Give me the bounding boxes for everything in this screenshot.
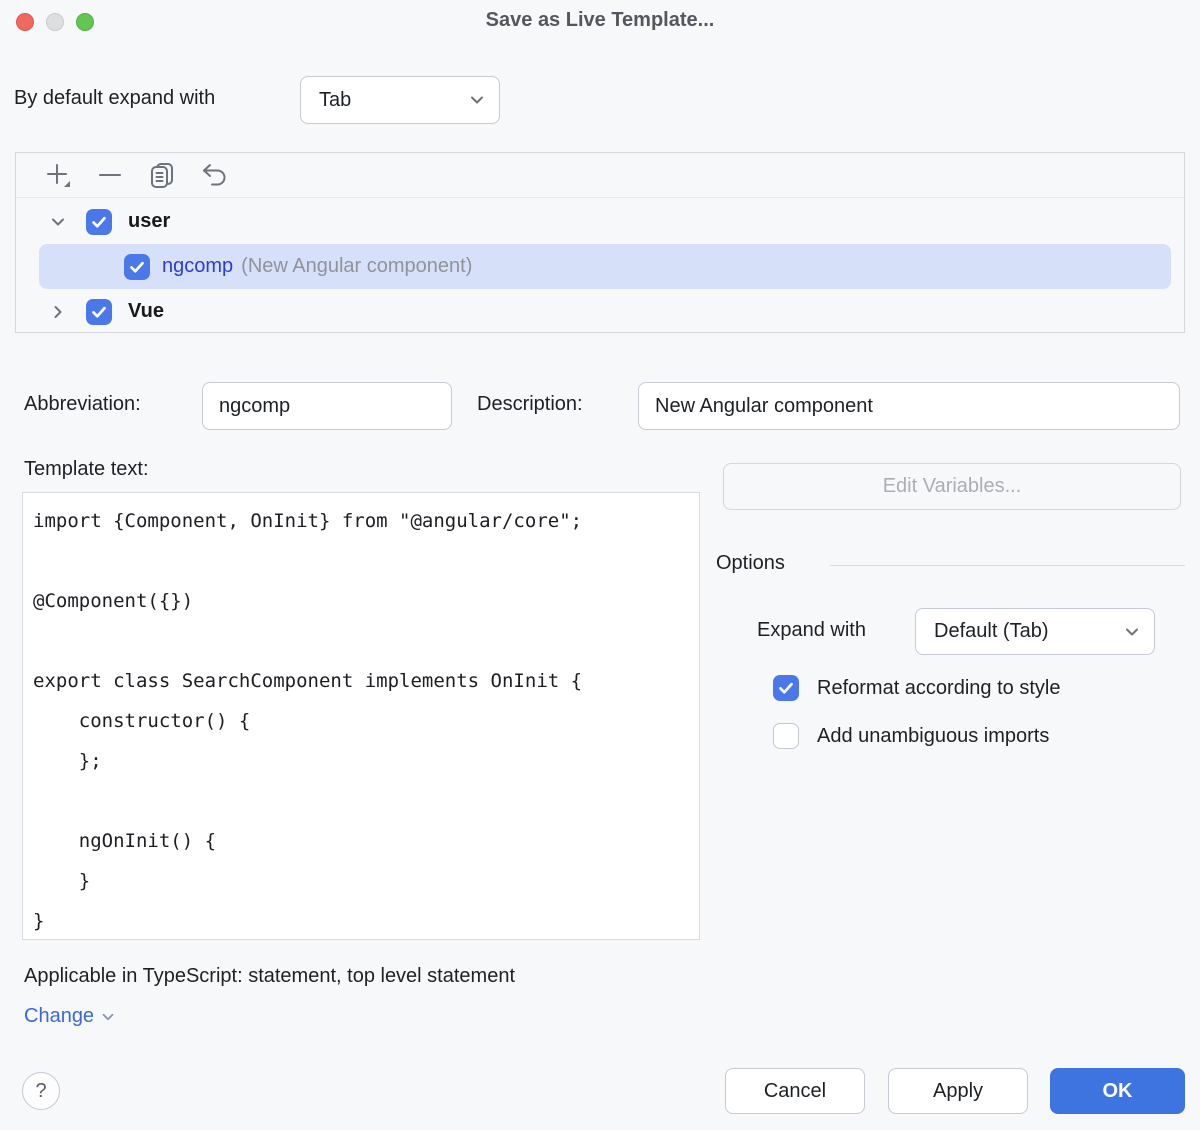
applicable-context-text: Applicable in TypeScript: statement, top…	[24, 965, 516, 987]
reformat-checkbox[interactable]	[773, 675, 799, 701]
check-icon	[92, 306, 106, 318]
add-icon	[47, 164, 70, 187]
tree-row-user[interactable]: user	[16, 199, 1184, 244]
tree-item-label: Vue	[128, 300, 164, 322]
template-code: import {Component, OnInit} from "@angula…	[33, 510, 583, 932]
restore-button[interactable]	[198, 159, 230, 191]
tree-row-ngcomp[interactable]: ngcomp (New Angular component)	[16, 244, 1184, 289]
chevron-down-icon	[468, 91, 486, 115]
chevron-right-icon[interactable]	[46, 300, 70, 324]
abbreviation-label: Abbreviation:	[24, 393, 141, 415]
duplicate-button[interactable]	[146, 159, 178, 191]
tree-item-label: user	[128, 210, 171, 232]
reformat-checkbox-label: Reformat according to style	[817, 676, 1061, 699]
ngcomp-checkbox[interactable]	[124, 253, 150, 280]
remove-icon	[99, 174, 121, 176]
undo-icon	[203, 164, 226, 186]
description-label: Description:	[477, 393, 583, 415]
tree-item-label: ngcomp	[162, 255, 234, 277]
options-section-title: Options	[716, 552, 785, 574]
imports-checkbox-label: Add unambiguous imports	[817, 724, 1050, 747]
imports-option-row[interactable]: Add unambiguous imports	[773, 723, 1049, 749]
user-checkbox[interactable]	[86, 208, 112, 235]
abbreviation-input[interactable]	[202, 382, 452, 430]
expand-with-select[interactable]: Default (Tab)	[915, 608, 1155, 655]
chevron-down-icon	[102, 1013, 114, 1020]
description-input[interactable]	[638, 382, 1180, 430]
reformat-option-row[interactable]: Reformat according to style	[773, 675, 1060, 701]
edit-variables-button[interactable]: Edit Variables...	[723, 463, 1181, 510]
check-icon	[92, 216, 106, 228]
tree-row-vue[interactable]: Vue	[16, 289, 1184, 334]
chevron-down-icon[interactable]	[46, 210, 70, 234]
window-title: Save as Live Template...	[485, 9, 715, 31]
add-button[interactable]	[42, 159, 74, 191]
check-icon	[779, 682, 793, 694]
templates-tree-panel: user ngcomp (New Angular component) Vue	[15, 152, 1185, 333]
expand-with-value: Default (Tab)	[934, 620, 1049, 642]
help-button[interactable]: ?	[22, 1072, 60, 1110]
imports-checkbox[interactable]	[773, 723, 799, 749]
chevron-down-icon	[1123, 623, 1141, 647]
minimize-window-button[interactable]	[46, 13, 64, 31]
zoom-window-button[interactable]	[76, 13, 94, 31]
remove-button[interactable]	[94, 159, 126, 191]
duplicate-icon	[151, 163, 173, 188]
apply-button[interactable]: Apply	[888, 1068, 1028, 1114]
tree-item-description: (New Angular component)	[241, 255, 473, 277]
vue-checkbox[interactable]	[86, 298, 112, 325]
default-expand-select[interactable]: Tab	[300, 76, 500, 124]
default-expand-value: Tab	[319, 88, 352, 111]
selected-row-highlight	[39, 244, 1171, 289]
expand-with-label: Expand with	[757, 619, 866, 641]
cancel-button[interactable]: Cancel	[725, 1068, 865, 1114]
options-separator	[830, 565, 1185, 566]
template-text-editor[interactable]: import {Component, OnInit} from "@angula…	[22, 492, 700, 940]
check-icon	[130, 261, 144, 273]
close-window-button[interactable]	[16, 13, 34, 31]
template-text-label: Template text:	[24, 458, 149, 480]
change-context-link[interactable]: Change	[24, 1005, 116, 1028]
default-expand-label: By default expand with	[14, 87, 216, 109]
change-link-label: Change	[24, 1005, 95, 1027]
titlebar: Save as Live Template...	[0, 0, 1200, 44]
ok-button[interactable]: OK	[1050, 1068, 1185, 1114]
tree-toolbar	[16, 153, 1184, 198]
